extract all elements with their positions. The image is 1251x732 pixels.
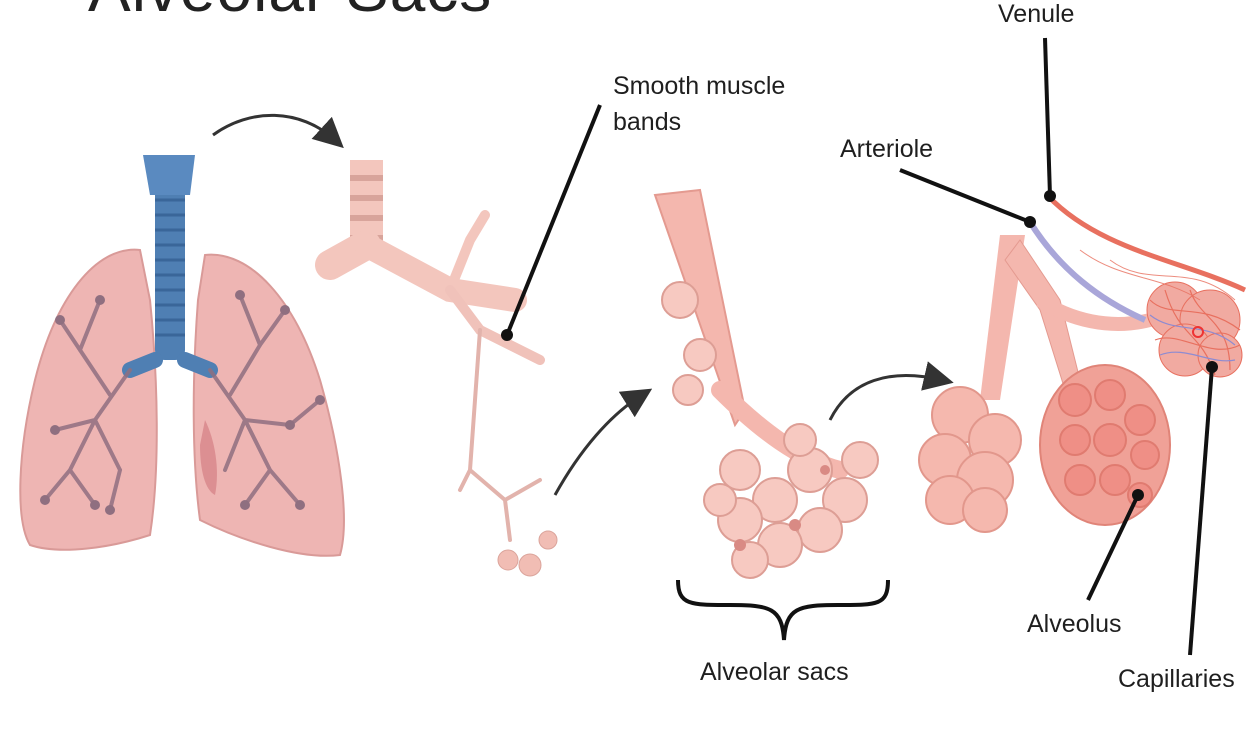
- label-alveolar-sacs: Alveolar sacs: [700, 658, 849, 686]
- label-arteriole: Arteriole: [840, 135, 934, 163]
- alveolus-leader: [1086, 494, 1140, 601]
- smooth-muscle-leader: [505, 104, 602, 336]
- bronchiole-tree: [458, 328, 542, 542]
- alveolar-sacs-illustration: [653, 188, 879, 579]
- venule-leader: [1043, 37, 1052, 197]
- lungs-illustration: [19, 155, 345, 557]
- arrow-bronchioles-to-sacs: [553, 388, 653, 496]
- bronchial-tree: [43, 293, 322, 512]
- larynx: [143, 155, 195, 195]
- arteriole-vessel: [1027, 220, 1147, 323]
- label-smooth-muscle-bands: Smooth muscle bands: [613, 68, 785, 140]
- label-smooth-muscle-line2: bands: [613, 108, 682, 136]
- alveoli-detail-illustration: [918, 194, 1247, 533]
- trachea: [155, 170, 185, 360]
- arrow-sacs-to-alveoli: [828, 361, 954, 421]
- bronchi-illustration: [315, 160, 558, 577]
- arteriole-leader: [899, 168, 1031, 224]
- label-venule: Venule: [998, 0, 1075, 28]
- venule-vessel: [1046, 194, 1247, 293]
- label-capillaries: Capillaries: [1118, 665, 1235, 693]
- alveolar-sacs-brace: [676, 579, 890, 641]
- right-lung: [192, 253, 345, 557]
- arrow-lungs-to-bronchi: [212, 113, 344, 149]
- left-lung: [19, 248, 158, 551]
- page-title: Alveolar Sacs: [88, 0, 492, 26]
- label-smooth-muscle-line1: Smooth muscle: [613, 72, 786, 100]
- label-alveolus: Alveolus: [1027, 610, 1122, 638]
- capillaries-leader: [1188, 366, 1214, 656]
